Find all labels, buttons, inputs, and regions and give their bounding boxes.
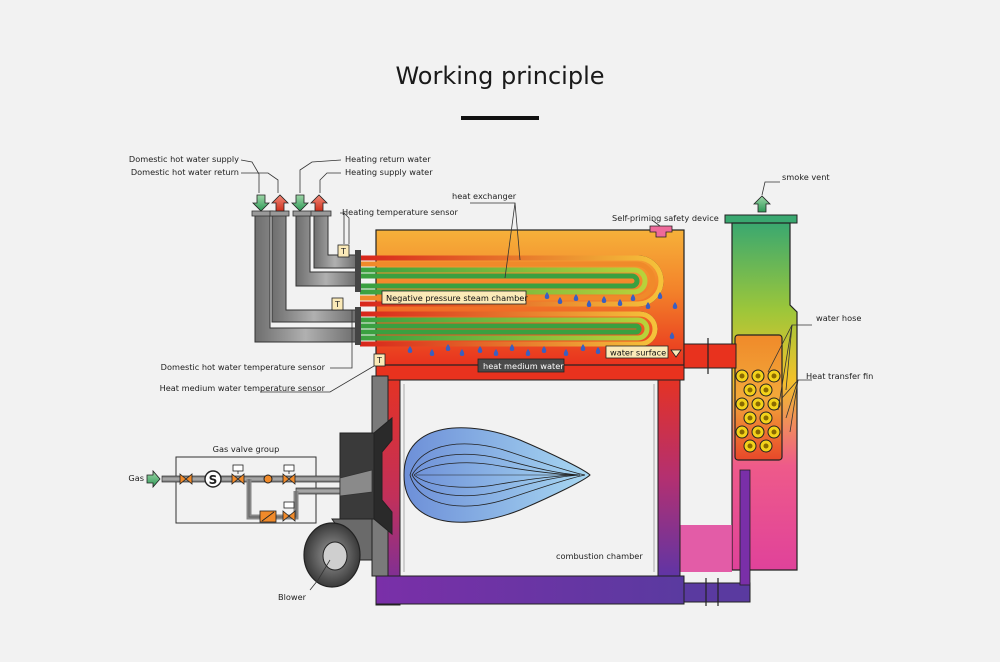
water-drop-icon (672, 302, 678, 309)
svg-text:T: T (376, 356, 382, 365)
label-domestic-hot-water-supply: Domestic hot water supply (129, 154, 239, 164)
label-gas-valve-group: Gas valve group (213, 444, 280, 454)
fin-core (747, 387, 753, 393)
water-drop-icon (509, 344, 515, 351)
label-domestic-hot-water-temperature-sensor: Domestic hot water temperature sensor (161, 362, 326, 372)
heat-exchanger-tubes (360, 255, 664, 347)
water-drops (407, 292, 678, 356)
fin-core (763, 415, 769, 421)
fin-core (739, 401, 745, 407)
gas-valve-group: S (146, 456, 373, 524)
fin-core (739, 373, 745, 379)
label-blower: Blower (278, 592, 307, 602)
water-drop-icon (493, 349, 499, 356)
water-drop-icon (630, 294, 636, 301)
svg-text:T: T (334, 300, 340, 309)
label-heat-medium-water-temperature-sensor: Heat medium water temperature sensor (160, 383, 326, 393)
water-surface-label: water surface (610, 348, 666, 358)
water-drop-icon (557, 297, 563, 304)
water-drop-icon (541, 346, 547, 353)
negative-pressure-steam-chamber-label: Negative pressure steam chamber (386, 293, 528, 303)
water-drop-icon (563, 349, 569, 356)
label-heating-return-water: Heating return water (345, 154, 431, 164)
fin-core (747, 443, 753, 449)
down-arrow-icon (252, 194, 270, 212)
label-smoke-vent: smoke vent (782, 172, 830, 182)
label-heating-temperature-sensor: Heating temperature sensor (342, 207, 459, 217)
water-drop-icon (586, 300, 592, 307)
fin-core (755, 429, 761, 435)
flame-icon (403, 427, 591, 523)
leader-lines (240, 159, 812, 591)
svg-text:S: S (209, 473, 218, 487)
title-underline (461, 116, 539, 120)
label-heat-exchanger: heat exchanger (452, 191, 517, 201)
chamber-labels: Negative pressure steam chamber water su… (381, 290, 682, 373)
water-drop-icon (580, 344, 586, 351)
ball-valve-icon (179, 473, 193, 485)
pipe-network (251, 210, 361, 345)
water-drop-icon (544, 292, 550, 299)
fin-core (771, 401, 777, 407)
heat-transfer-fins (735, 369, 781, 453)
water-drop-icon (525, 349, 531, 356)
up-arrow-icon (310, 194, 328, 212)
temperature-sensors: T T T (331, 244, 386, 367)
solenoid-valve-icon (204, 470, 222, 488)
label-self-priming-safety-device: Self-priming safety device (612, 213, 719, 223)
water-drop-icon (429, 349, 435, 356)
water-drop-icon (645, 302, 651, 309)
water-drop-icon (573, 294, 579, 301)
fin-core (763, 387, 769, 393)
page-title: Working principle (395, 62, 605, 90)
fin-core (771, 373, 777, 379)
label-gas: Gas (128, 473, 144, 483)
fin-core (763, 443, 769, 449)
svg-text:T: T (340, 247, 346, 256)
label-heating-supply-water: Heating supply water (345, 167, 433, 177)
fin-core (771, 429, 777, 435)
water-drop-icon (617, 299, 623, 306)
label-domestic-hot-water-return: Domestic hot water return (131, 167, 239, 177)
water-drop-icon (669, 332, 675, 339)
label-water-hose: water hose (816, 313, 861, 323)
chimney (672, 195, 798, 572)
water-drop-icon (459, 349, 465, 356)
up-arrow-icon (753, 195, 771, 213)
flow-arrows (252, 194, 328, 212)
label-combustion-chamber: combustion chamber (556, 551, 643, 561)
water-drop-icon (407, 346, 413, 353)
blower-fan-icon (303, 518, 373, 588)
water-drop-icon (477, 346, 483, 353)
up-arrow-icon (271, 194, 289, 212)
fin-core (755, 401, 761, 407)
water-drop-icon (445, 344, 451, 351)
water-drop-icon (595, 347, 601, 354)
water-drop-icon (657, 292, 663, 299)
water-drop-icon (601, 296, 607, 303)
fin-core (747, 415, 753, 421)
fin-core (755, 373, 761, 379)
label-heat-transfer-fin: Heat transfer fin (806, 371, 873, 381)
fin-core (739, 429, 745, 435)
heat-medium-water-label: heat medium water (483, 361, 564, 371)
text-labels: Domestic hot water supply Domestic hot w… (128, 154, 873, 602)
down-arrow-icon (291, 194, 309, 212)
